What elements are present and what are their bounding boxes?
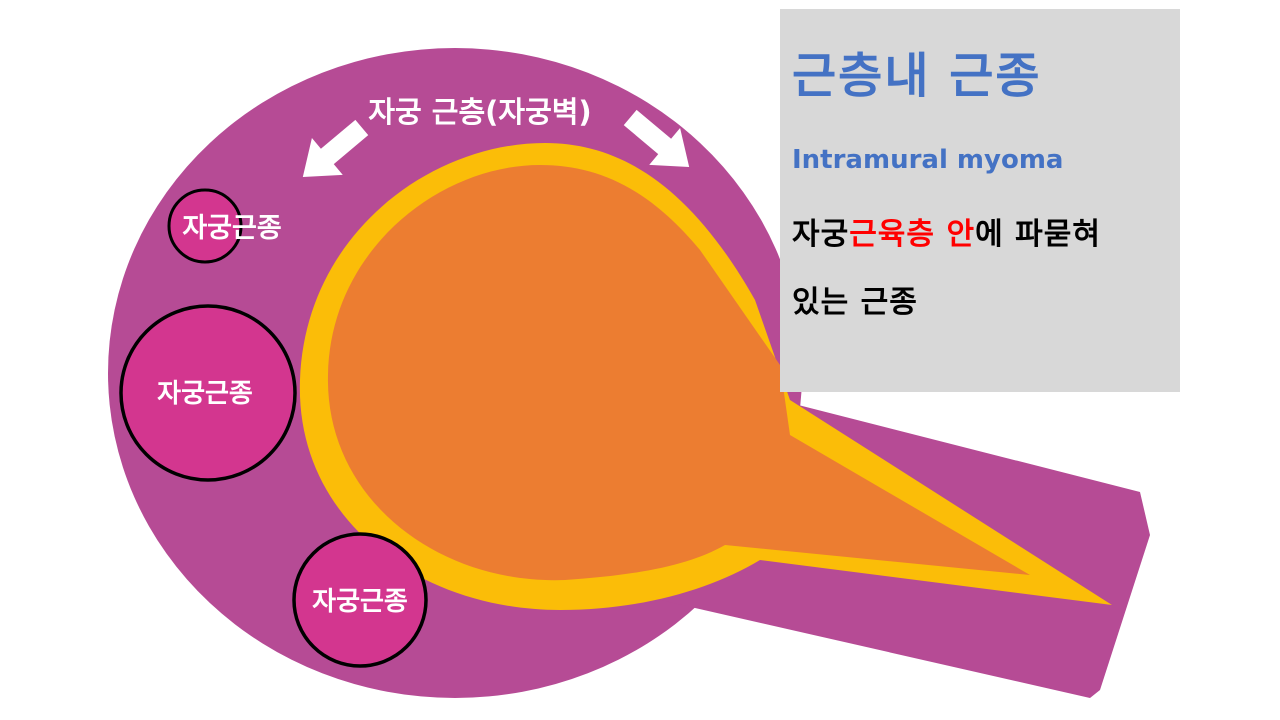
- uterine-cavity: [327, 165, 1030, 581]
- desc-highlight: 안: [946, 217, 976, 252]
- info-panel: 근층내 근종 Intramural myoma 자궁근육층 안에 파묻혀 있는 …: [780, 9, 1180, 392]
- myoma-label: 자궁근종: [157, 379, 253, 409]
- desc-text: 있는 근종: [792, 285, 918, 320]
- desc-text: 자궁: [792, 217, 850, 252]
- myoma-medium: 자궁근종: [292, 532, 428, 668]
- myoma-small: 자궁근종: [167, 188, 282, 264]
- myoma-label: 자궁근종: [182, 213, 281, 244]
- panel-subtitle: Intramural myoma: [792, 145, 1064, 175]
- panel-title: 근층내 근종: [792, 48, 1042, 104]
- panel-description: 자궁근육층 안에 파묻혀 있는 근종: [792, 201, 1180, 337]
- myoma-large: 자궁근종: [119, 304, 297, 482]
- myoma-label: 자궁근종: [312, 587, 408, 617]
- wall-label: 자궁 근층(자궁벽): [368, 95, 591, 129]
- arrow-right-icon: [623, 109, 690, 167]
- arrow-left-icon: [302, 119, 369, 177]
- desc-text: 에 파묻혀: [975, 217, 1101, 252]
- desc-highlight: 근육층: [849, 217, 936, 252]
- desc-text: [935, 217, 946, 252]
